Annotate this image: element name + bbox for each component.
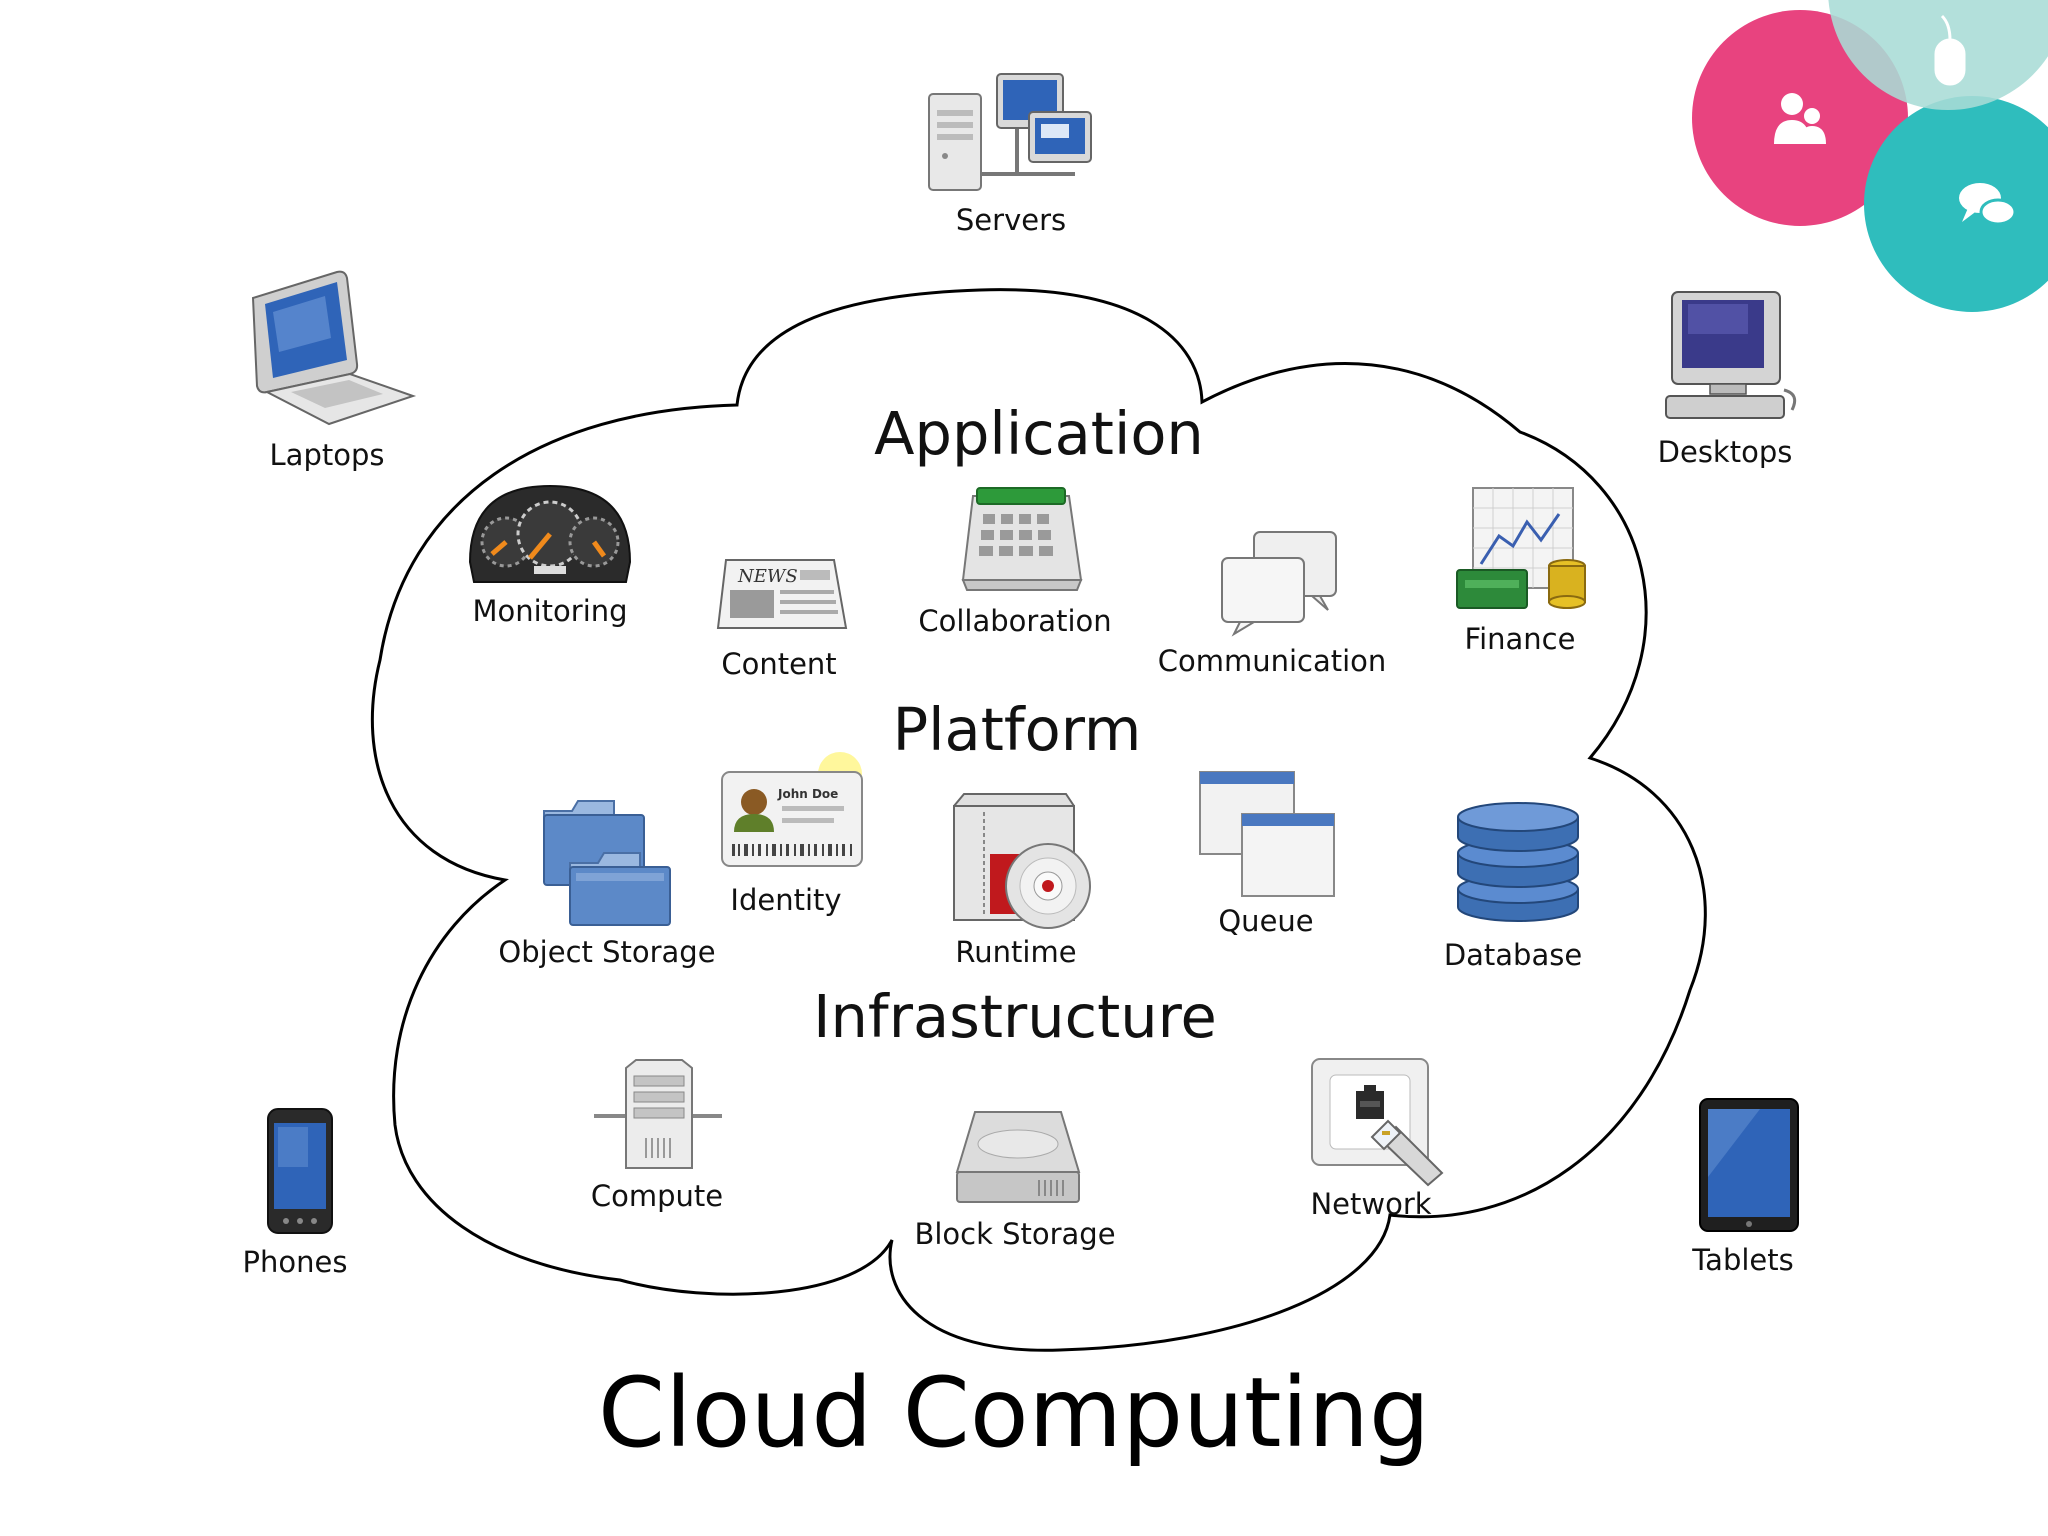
phone-icon bbox=[267, 1108, 333, 1234]
news-masthead: NEWS bbox=[737, 566, 798, 587]
compute-label: Compute bbox=[590, 1179, 724, 1213]
finance-label: Finance bbox=[1464, 622, 1576, 656]
chat-windows-icon bbox=[1221, 531, 1337, 637]
hard-drive-icon bbox=[955, 1111, 1081, 1203]
teal-circle bbox=[1864, 96, 2048, 312]
object-storage-label: Object Storage bbox=[498, 935, 716, 969]
corner-decoration bbox=[1692, 0, 2048, 312]
calendar-icon bbox=[961, 487, 1083, 591]
queue-label: Queue bbox=[1218, 904, 1314, 938]
server-tower-icon bbox=[594, 1059, 722, 1169]
laptops-label: Laptops bbox=[269, 438, 385, 472]
phones-label: Phones bbox=[242, 1245, 348, 1279]
identity-label: Identity bbox=[730, 883, 842, 917]
newspaper-icon: NEWS bbox=[716, 559, 848, 629]
finance-chart-money-icon bbox=[1456, 487, 1586, 609]
platform-heading: Platform bbox=[892, 695, 1142, 764]
folders-icon bbox=[543, 800, 671, 926]
application-heading: Application bbox=[874, 399, 1204, 468]
block-storage-label: Block Storage bbox=[914, 1217, 1116, 1251]
network-label: Network bbox=[1310, 1187, 1432, 1221]
network-port-icon bbox=[1311, 1058, 1444, 1187]
servers-label: Servers bbox=[955, 203, 1067, 237]
tablets-label: Tablets bbox=[1692, 1243, 1794, 1277]
infrastructure-heading: Infrastructure bbox=[813, 982, 1217, 1051]
desktops-label: Desktops bbox=[1657, 435, 1793, 469]
mouse-icon bbox=[1934, 14, 1966, 86]
desktop-icon bbox=[1665, 291, 1797, 419]
laptop-icon bbox=[251, 270, 417, 426]
users-icon bbox=[1774, 93, 1826, 144]
dashboard-gauge-icon bbox=[468, 484, 632, 583]
runtime-label: Runtime bbox=[955, 935, 1077, 969]
database-label: Database bbox=[1443, 938, 1583, 972]
chat-bubbles-icon bbox=[1959, 183, 2017, 226]
id-card-name: John Doe bbox=[777, 787, 838, 801]
database-icon bbox=[1457, 802, 1579, 922]
queue-windows-icon bbox=[1199, 771, 1335, 897]
monitoring-label: Monitoring bbox=[472, 594, 628, 628]
collaboration-label: Collaboration bbox=[918, 604, 1112, 638]
content-label: Content bbox=[721, 647, 837, 681]
runtime-disc-icon bbox=[953, 793, 1091, 929]
communication-label: Communication bbox=[1157, 644, 1387, 678]
id-card-icon: John Doe bbox=[721, 752, 863, 867]
tablet-icon bbox=[1699, 1098, 1799, 1232]
diagram-title: Cloud Computing bbox=[598, 1357, 1430, 1469]
servers-icon bbox=[928, 73, 1092, 191]
